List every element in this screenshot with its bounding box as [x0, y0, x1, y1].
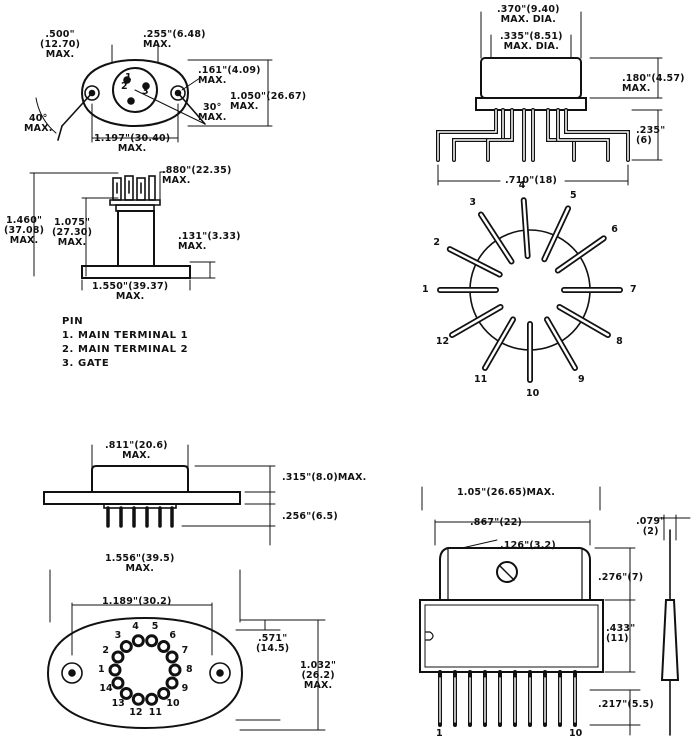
pkg3-pin-pad-8 [168, 663, 182, 677]
pkg2-dim-cap-dia: .335"(8.51) MAX. DIA. [500, 31, 563, 52]
pkg3-dim-flange-length: 1.556"(39.5) MAX. [105, 553, 175, 574]
pkg4-dim-tab-height: .276"(7) [598, 572, 644, 583]
pkg3-pin-14: 14 [99, 683, 113, 695]
pkg3-pin-13: 13 [111, 698, 125, 710]
pkg2-pin-5: 5 [569, 189, 577, 201]
pkg3-pin-5: 5 [151, 621, 159, 633]
pkg2-pin-7: 7 [630, 284, 637, 295]
pkg4-dim-total-width: 1.05"(26.65)MAX. [457, 487, 556, 498]
pkg4-pin-last: 10 [569, 728, 583, 739]
pin-legend-title: PIN [62, 316, 84, 327]
pkg3-pin-12: 12 [129, 706, 143, 718]
pkg3-bottom-view [46, 569, 326, 731]
pkg3-dim-can-width: .811"(20.6) MAX. [105, 440, 168, 461]
pkg4-dim-tab-width: .867"(22) [470, 517, 523, 528]
pkg2-pin-8: 8 [616, 336, 623, 347]
pkg3-pin-pad-1 [108, 663, 122, 677]
pkg4-drawing [419, 486, 691, 736]
pkg2-pin-2: 2 [433, 236, 440, 248]
pkg4-dim-lead-length: .217"(5.5) [598, 699, 654, 710]
pkg3-pin-pad-13 [119, 686, 133, 700]
pkg1-dim-flange-thickness: .131"(3.33) MAX. [178, 231, 241, 252]
pkg2-lead-12-fill [450, 305, 502, 337]
pkg2-lead-9-fill [545, 318, 577, 370]
pkg3-pin-7: 7 [181, 644, 189, 656]
pkg3-pin-pad-14 [111, 676, 125, 690]
pkg1-dim-pin-dia: .161"(4.09) MAX. [198, 65, 261, 86]
pkg3-pin-pad-10 [157, 686, 171, 700]
pkg3-dim-pin-circle: .571" (14.5) [256, 633, 290, 654]
pkg2-bottom-view [437, 197, 623, 383]
pkg1-dim-seat-height: 1.075" (27.30) MAX. [52, 217, 93, 248]
pkg2-pin-11: 11 [474, 374, 488, 386]
pkg3-pin-pad-6 [157, 640, 171, 654]
pkg3-pin-pad-5 [145, 634, 159, 648]
pkg3-dim-lead-length: .256"(6.5) [282, 511, 338, 522]
pkg1-dim-hole-spacing: 1.197"(30.40) MAX. [94, 133, 171, 154]
pkg2-dim-lead-length: .235" (6) [636, 125, 666, 146]
pkg4-dim-hole-dia: .126"(3.2) [500, 540, 556, 551]
pkg1-top-view [35, 44, 273, 143]
pkg1-dim-angle-30: 30° MAX. [198, 102, 227, 123]
pkg3-pin-3: 3 [114, 629, 122, 641]
pkg2-dim-can-dia: .370"(9.40) MAX. DIA. [497, 4, 560, 25]
pkg2-lead-11-fill [483, 318, 515, 370]
pkg4-pin-first: 1 [436, 728, 443, 739]
pkg1-pin-2: 2 [121, 81, 128, 92]
pkg1-dim-angle-40: 40° MAX. [24, 113, 53, 134]
pkg3-pin-2: 2 [102, 644, 109, 656]
pkg1-dim-can-offset: .255"(6.48) MAX. [143, 29, 206, 50]
pkg2-pin-6: 6 [611, 224, 618, 236]
pkg3-pin-11: 11 [148, 706, 163, 718]
pkg3-dim-hole-spacing: 1.189"(30.2) [102, 596, 172, 607]
pkg2-pin-9: 9 [578, 374, 585, 386]
pkg1-dim-body-width: .880"(22.35) MAX. [162, 165, 232, 186]
pkg3-pin-pad-7 [165, 650, 179, 664]
pkg4-dim-body-height: .433" (11) [606, 623, 636, 644]
pkg2-pin-3: 3 [469, 196, 476, 208]
pkg3-pin-10: 10 [166, 698, 180, 710]
pkg3-pin-pad-4 [131, 634, 145, 648]
pkg1-pin-1: 1 [125, 72, 132, 83]
pkg1-dim-width: .500" (12.70) MAX. [40, 29, 81, 60]
pin-legend-item-3: 3. GATE [62, 358, 110, 369]
pkg2-lead-3-fill [479, 213, 513, 263]
pin-legend-item-1: 1. MAIN TERMINAL 1 [62, 330, 189, 341]
pkg3-pin-9: 9 [181, 683, 189, 695]
pkg3-pin-pad-11 [145, 692, 159, 706]
pkg3-pin-pad-12 [131, 692, 145, 706]
pkg3-dim-flange-width: 1.032" (26.2) MAX. [300, 660, 337, 691]
pkg2-dim-can-height: .180"(4.57) MAX. [622, 73, 685, 94]
pkg4-dim-lead-thickness: .079" (2) [636, 516, 666, 537]
pkg2-pin-1: 1 [422, 284, 429, 295]
pkg3-pin-pad-9 [165, 676, 179, 690]
pin-legend-item-2: 2. MAIN TERMINAL 2 [62, 344, 189, 355]
pkg1-pin-3: 3 [142, 86, 149, 97]
pkg3-pin-8: 8 [186, 664, 193, 675]
pkg2-pin-12: 12 [435, 336, 450, 347]
pkg1-dim-flange-height: 1.050"(26.67) MAX. [230, 91, 307, 112]
pkg2-lead-8-fill [558, 305, 610, 337]
pkg3-dim-can-height: .315"(8.0)MAX. [282, 472, 367, 483]
pkg2-dim-lead-span: .710"(18) [505, 175, 558, 186]
pkg2-lead-6-fill [556, 237, 605, 272]
pkg3-pin-1: 1 [98, 664, 105, 675]
pkg3-pin-pad-3 [119, 640, 133, 654]
pkg2-lead-2-fill [448, 247, 501, 276]
pkg1-side-view [29, 171, 216, 291]
pkg3-side-view [43, 444, 276, 546]
pkg1-dim-total-height: 1.460" (37.08) MAX. [4, 215, 45, 246]
pkg3-pin-4: 4 [132, 621, 139, 633]
pkg1-dim-flange-length: 1.550"(39.37) MAX. [92, 281, 169, 302]
pkg3-pin-6: 6 [169, 629, 177, 641]
pkg2-lead-4-fill [522, 198, 529, 258]
pkg2-pin-10: 10 [526, 388, 540, 399]
pin-legend: PIN 1. MAIN TERMINAL 1 2. MAIN TERMINAL … [62, 315, 188, 371]
pkg2-lead-5-fill [543, 207, 570, 261]
pkg2-pin-4: 4 [518, 180, 526, 192]
pkg2-side-view [436, 11, 663, 186]
pkg3-pin-pad-2 [111, 650, 125, 664]
